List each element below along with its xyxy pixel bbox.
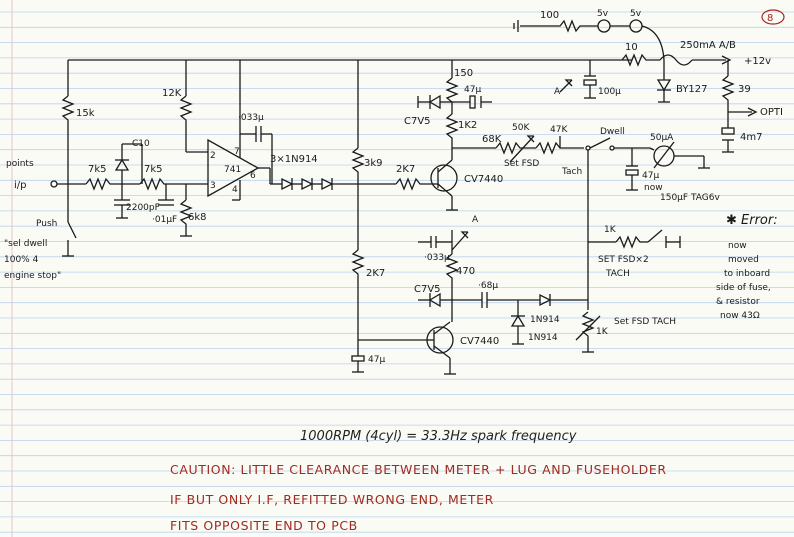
label-r15k: 15k [76, 108, 95, 119]
supply-section [68, 9, 785, 153]
label-supply-r100: 100 [540, 10, 559, 21]
stage2-labels: 2K7 47µ A ·033µ 470 C7V5 ·68µ 1N914 1N91… [366, 215, 560, 365]
error-note-line-6: now 43Ω [720, 311, 760, 321]
label-pin-6: 6 [250, 171, 256, 181]
label-r150: 150 [454, 68, 473, 79]
label-pot-50k: 50K [512, 123, 530, 133]
supply-labels: 100 5v 5v 10 250mA A/B +12v BY127 39 OPT… [540, 9, 783, 143]
opamp-labels: 12K 741 2 3 6 7 4 6k8 ·033µ 3×1N914 [162, 88, 318, 223]
label-r2k7: 2K7 [396, 164, 415, 175]
label-ip: i/p [14, 180, 27, 191]
label-diode-1: 1N914 [530, 315, 560, 325]
label-tach2: TACH [605, 269, 630, 279]
label-supply-r10: 10 [625, 42, 638, 53]
label-now-note: 150µF TAG6v [660, 193, 720, 203]
label-cap-033-2: ·033µ [424, 253, 450, 263]
label-zener-1: C7V5 [404, 116, 431, 127]
label-cap-2200: 2200pF [126, 203, 160, 213]
label-cap-68: ·68µ [478, 281, 498, 291]
label-fuse: 250mA A/B [680, 40, 736, 51]
input-section [50, 60, 186, 257]
label-r2k7-2: 2K7 [366, 268, 385, 279]
label-push-note-2: 100% 4 [4, 255, 39, 265]
label-points: points [6, 159, 34, 169]
error-note-line-5: & resistor [716, 297, 760, 307]
label-transistor-2: CV7440 [460, 336, 499, 347]
meter-section [575, 137, 710, 353]
label-c10: C10 [132, 139, 150, 149]
stage1-labels: 3k9 2K7 150 47µ C7V5 1K2 CV7440 68K 50K … [364, 68, 621, 185]
label-now: now [644, 183, 663, 193]
note-caution-3: FITS OPPOSITE END TO PCB [170, 518, 358, 533]
label-r47k: 47K [550, 125, 568, 135]
error-note-title: ✱ Error: [726, 213, 778, 228]
label-cap-100u: 100µ [598, 87, 621, 97]
label-node-a-1: A [554, 87, 561, 97]
error-note-line-1: now [728, 241, 747, 251]
label-supply-5v-2: 5v [630, 9, 642, 19]
label-pin-2: 2 [210, 151, 216, 161]
label-opamp-cap: ·033µ [238, 113, 264, 123]
label-cap-47u-2: 47µ [368, 355, 385, 365]
label-tach: Tach [561, 167, 582, 177]
label-r3k9: 3k9 [364, 158, 383, 169]
label-cap-01: ·01µF [152, 215, 177, 225]
input-labels: points i/p Push "sel dwell 100% 4 engine… [4, 108, 177, 281]
label-diode-2: 1N914 [528, 333, 558, 343]
label-r7k5-a: 7k5 [88, 164, 107, 175]
label-pin-7: 7 [234, 147, 240, 157]
label-cap-47: 47µ [464, 85, 481, 95]
label-transistor-1: CV7440 [464, 174, 503, 185]
label-push: Push [36, 219, 57, 229]
error-note-line-2: moved [728, 255, 759, 265]
label-push-note-1: "sel dwell [4, 239, 47, 249]
label-r68k: 68K [482, 134, 502, 145]
error-note-line-4: side of fuse, [716, 283, 771, 293]
label-push-note-3: engine stop" [4, 271, 61, 281]
label-meter: 50µA [650, 133, 674, 143]
label-by127: BY127 [676, 84, 708, 95]
label-zener-2: C7V5 [414, 284, 441, 295]
bottom-notes: 1000RPM (4cyl) = 33.3Hz spark frequency … [170, 429, 667, 533]
label-r39: 39 [738, 84, 751, 95]
stage1-section [351, 60, 584, 211]
label-opamp-type: 741 [224, 165, 241, 175]
label-r12k: 12K [162, 88, 182, 99]
label-r6k8: 6k8 [188, 212, 207, 223]
error-note: ✱ Error: now moved to inboard side of fu… [716, 213, 778, 321]
note-caution-2: IF BUT ONLY I.F, REFITTED WRONG END, MET… [170, 492, 494, 507]
note-caution-1: CAUTION: LITTLE CLEARANCE BETWEEN METER … [170, 462, 667, 477]
stage2-section [351, 184, 588, 375]
label-set-fsd-tach: Set FSD TACH [614, 317, 676, 327]
label-cap-4m7: 4m7 [740, 132, 762, 143]
label-page-mark: 8 [767, 13, 773, 24]
label-supply-5v-1: 5v [597, 9, 609, 19]
paper-ruling [0, 11, 794, 533]
note-spark-frequency: 1000RPM (4cyl) = 33.3Hz spark frequency [300, 429, 577, 444]
label-set-fsd2: SET FSD×2 [598, 255, 649, 265]
label-plus12: +12v [744, 56, 771, 67]
label-r7k5-b: 7k5 [144, 164, 163, 175]
label-r1k: 1K [604, 225, 617, 235]
label-dwell: Dwell [600, 127, 625, 137]
label-r470: 470 [456, 266, 475, 277]
label-node-a-2: A [472, 215, 479, 225]
label-diodes: 3×1N914 [270, 154, 318, 165]
opamp-section [179, 60, 396, 237]
meter-labels: Dwell Tach 50µA 47µ now 150µF TAG6v 1K S… [561, 127, 720, 337]
label-set-fsd: Set FSD [504, 159, 539, 169]
label-pot-1k: 1K [596, 327, 609, 337]
label-r1k2: 1K2 [458, 120, 477, 131]
label-opti: OPTI [760, 107, 783, 118]
label-pin-3: 3 [210, 181, 216, 191]
label-cap-47u-meter: 47µ [642, 171, 659, 181]
error-note-line-3: to inboard [724, 269, 770, 279]
label-pin-4: 4 [232, 185, 238, 195]
